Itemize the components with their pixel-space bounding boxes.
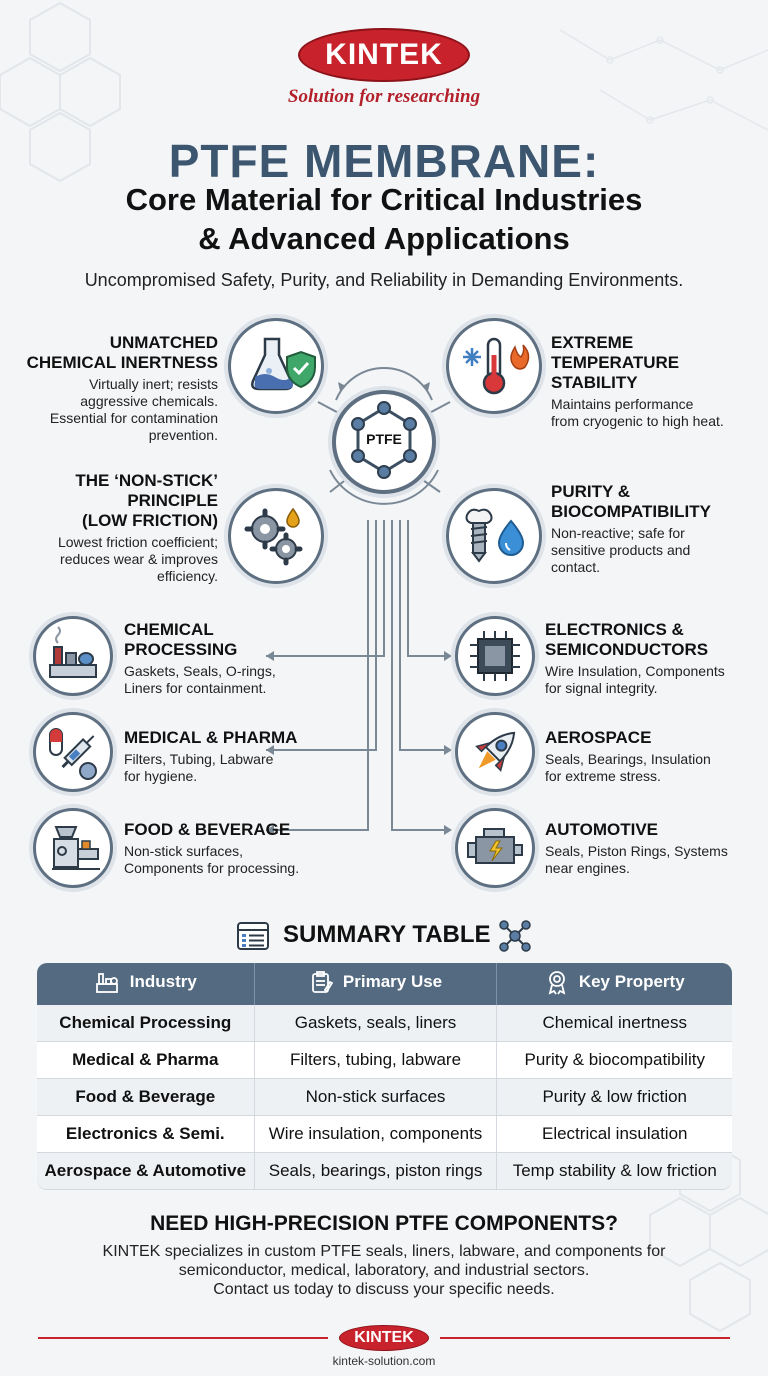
table-row: Medical & Pharma Filters, tubing, labwar… (37, 1042, 732, 1079)
thermometer-icon (446, 318, 542, 414)
ptfe-hub: PTFE (332, 390, 436, 494)
cta-text: KINTEK specializes in custom PTFE seals,… (102, 1243, 666, 1298)
factory-outline-icon (95, 972, 118, 993)
footer-divider-right (440, 1337, 730, 1339)
summary-title: SUMMARY TABLE (283, 921, 491, 948)
header-industry: Industry (37, 963, 255, 1005)
flask-shield-icon (228, 318, 324, 414)
hub-label: PTFE (366, 431, 402, 447)
table-row: Aerospace & Automotive Seals, bearings, … (37, 1153, 732, 1190)
page-subtitle: Core Material for Critical Industries & … (125, 182, 643, 256)
table-row: Electronics & Semi. Wire insulation, com… (37, 1116, 732, 1153)
snowflake-icon (463, 348, 481, 366)
property-purity-biocompatibility: PURITY & BIOCOMPATIBILITY Non-reactive; … (551, 482, 711, 575)
engine-icon (455, 808, 535, 888)
footer-divider-left (38, 1337, 328, 1339)
flame-icon (510, 344, 530, 370)
clipboard-icon (312, 970, 333, 993)
network-nodes-icon (499, 920, 531, 952)
table-row: Food & Beverage Non-stick surfaces Purit… (37, 1079, 732, 1116)
industry-automotive: AUTOMOTIVE Seals, Piston Rings, Systems … (545, 820, 728, 876)
kintek-logo: KINTEK (298, 28, 470, 82)
food-machine-icon (33, 808, 113, 888)
factory-icon (33, 616, 113, 696)
header-primary-use: Primary Use (254, 963, 498, 1005)
table-row: Chemical Processing Gaskets, seals, line… (37, 1005, 732, 1042)
connector-diagram (266, 367, 452, 835)
page-title: PTFE MEMBRANE: (168, 135, 600, 187)
property-temperature-stability: EXTREME TEMPERATURE STABILITY Maintains … (551, 333, 724, 429)
industry-medical-pharma: MEDICAL & PHARMA Filters, Tubing, Labwar… (124, 728, 298, 784)
footer-logo: KINTEK (339, 1325, 429, 1351)
syringe-pill-icon (33, 712, 113, 792)
industry-food-beverage: FOOD & BEVERAGE Non-stick surfaces, Comp… (124, 820, 300, 876)
gears-icon (228, 488, 324, 584)
summary-table: Industry Primary Use Key Property Chemic… (37, 963, 732, 1190)
property-non-stick: THE ‘NON-STICK’ PRINCIPLE (LOW FRICTION)… (57, 471, 218, 584)
tagline-subtitle: Uncompromised Safety, Purity, and Reliab… (84, 270, 684, 290)
industry-electronics-semiconductors: ELECTRONICS & SEMICONDUCTORS Wire Insula… (545, 620, 725, 696)
header-key-property: Key Property (497, 963, 732, 1005)
cta-title: NEED HIGH-PRECISION PTFE COMPONENTS? (150, 1212, 618, 1235)
chip-icon (455, 616, 535, 696)
implant-drop-icon (446, 488, 542, 584)
award-badge-icon (548, 970, 566, 995)
footer-url[interactable]: kintek-solution.com (332, 1354, 436, 1368)
industry-chemical-processing: CHEMICAL PROCESSING Gaskets, Seals, O-ri… (124, 620, 276, 696)
industry-aerospace: AEROSPACE Seals, Bearings, Insulation fo… (545, 728, 711, 784)
property-chemical-inertness: UNMATCHED CHEMICAL INERTNESS Virtually i… (26, 333, 218, 443)
tagline: Solution for researching (287, 86, 481, 107)
molecule-icon (351, 401, 417, 479)
rocket-icon (455, 712, 535, 792)
table-list-icon (237, 922, 269, 950)
oil-drop-icon (286, 507, 300, 528)
